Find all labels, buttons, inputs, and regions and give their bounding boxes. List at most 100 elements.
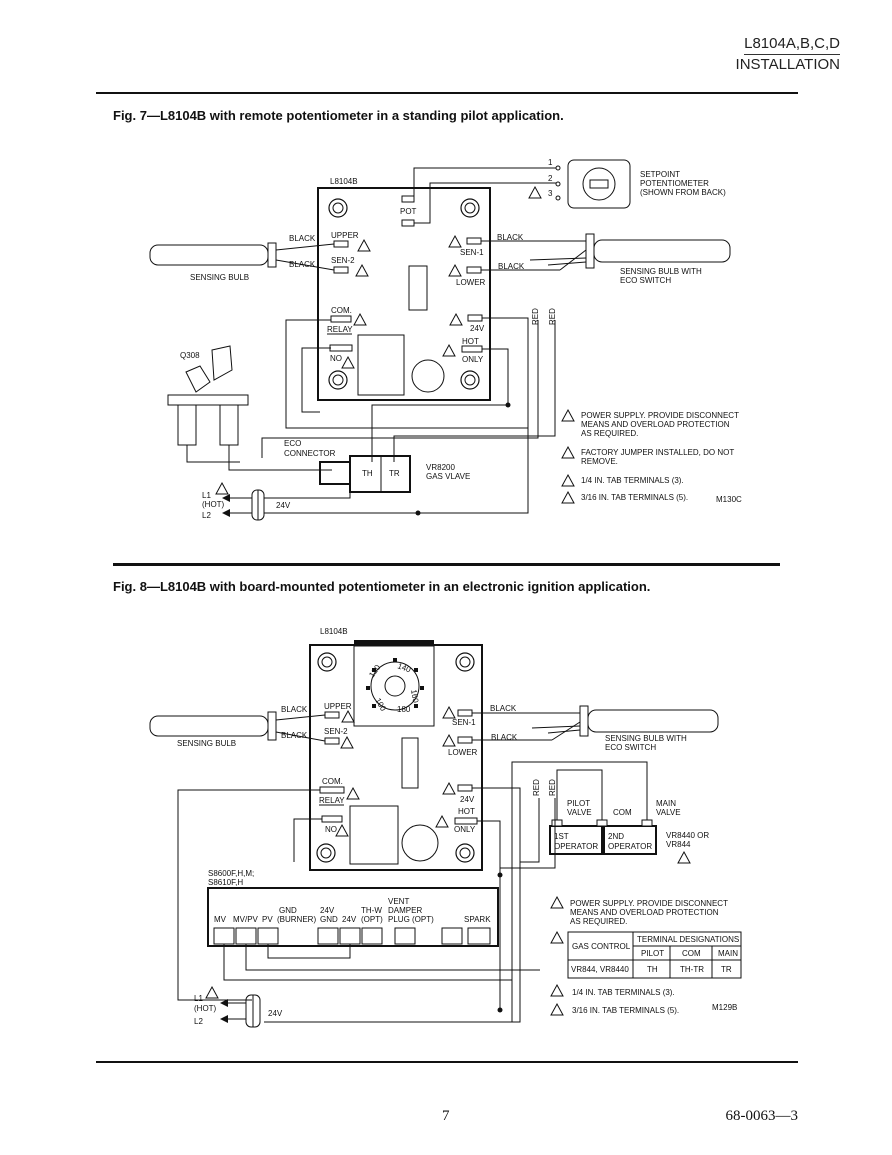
fig8-red-wire-label: RED [548, 779, 557, 796]
fig7-eco-bulb-label: SENSING BULB WITH [620, 267, 702, 276]
fig7-note: FACTORY JUMPER INSTALLED, DO NOT [581, 448, 734, 457]
fig8-mount-screw [317, 652, 337, 672]
fig8-pilot-valve-label: PILOT [567, 799, 590, 808]
fig7-black-wire-label: BLACK [498, 262, 525, 271]
fig7-mount-screw [460, 370, 480, 390]
fig8-mount-screw [455, 652, 475, 672]
fig7-code: M130C [716, 495, 742, 504]
fig8-control-label: S8610F,H [208, 878, 243, 887]
fig8-main-valve-label: MAIN [656, 799, 676, 808]
fig7-black-wire-label: BLACK [289, 234, 316, 243]
footer-rule [96, 1061, 798, 1063]
fig8-table-header: COM [682, 949, 701, 958]
header-section: INSTALLATION [735, 56, 840, 73]
fig8-table-cell: TR [721, 965, 732, 974]
fig8-note: 1/4 IN. TAB TERMINALS (3). [572, 988, 675, 997]
page-header: L8104A,B,C,D INSTALLATION [736, 34, 840, 74]
fig7-24v-line-label: 24V [276, 501, 291, 510]
fig7-valve-label: VR8200 [426, 463, 455, 472]
fig7-setpoint-potentiometer [567, 159, 631, 209]
fig8-terminal-label: VENT [388, 897, 409, 906]
fig8-dial-mark: 180 [397, 705, 411, 714]
fig7-note: 3/16 IN. TAB TERMINALS (5). [581, 493, 688, 502]
fig7-diagram: L8104B POT UPPER SEN-2 COM. RELAY NO SEN… [149, 158, 742, 521]
fig8-hot-label: HOT [458, 807, 475, 816]
fig8-note: MEANS AND OVERLOAD PROTECTION [570, 908, 719, 917]
fig8-table-cell: TH-TR [680, 965, 704, 974]
fig8-eco-bulb-label: SENSING BULB WITH [605, 734, 687, 743]
fig8-operator-label: OPERATOR [608, 842, 652, 851]
fig7-relay-body [357, 334, 405, 396]
fig7-note: REMOVE. [581, 457, 618, 466]
fig7-pilot-burner [185, 365, 211, 393]
fig7-sensing-bulb [149, 244, 269, 266]
fig7-sen2-label: SEN-2 [331, 256, 355, 265]
fig8-lower-label: LOWER [448, 748, 478, 757]
fig8-hot-line-label: (HOT) [194, 1004, 217, 1013]
fig7-lower-label: LOWER [456, 278, 486, 287]
fig8-note: AS REQUIRED. [570, 917, 627, 926]
fig7-black-wire-label: BLACK [497, 233, 524, 242]
fig8-diagram: L8104B 120 140 160 180 100 UPPER SEN-2 C… [149, 627, 742, 1028]
fig7-eco-label: CONNECTOR [284, 449, 336, 458]
fig7-setpoint-label: POTENTIOMETER [640, 179, 709, 188]
fig8-component [401, 737, 419, 789]
fig8-l1-label: L1 [194, 994, 203, 1003]
fig7-red-wire-label: RED [548, 308, 557, 325]
fig8-only-label: ONLY [454, 825, 476, 834]
fig7-vr8200-valve [349, 455, 411, 493]
fig8-sensing-bulb [149, 715, 269, 737]
fig7-hot-label: HOT [462, 337, 479, 346]
fig7-pot-label: POT [400, 207, 417, 216]
fig8-relay-body [349, 805, 399, 865]
fig7-l8104b-board [317, 187, 491, 401]
fig7-com-label: COM. [331, 306, 352, 315]
fig7-note: POWER SUPPLY. PROVIDE DISCONNECT [581, 411, 739, 420]
fig8-24v-line-label: 24V [268, 1009, 283, 1018]
fig7-component [408, 265, 428, 311]
fig7-note: 1/4 IN. TAB TERMINALS (3). [581, 476, 684, 485]
fig7-hot-line-label: (HOT) [202, 500, 225, 509]
fig8-sen2-label: SEN-2 [324, 727, 348, 736]
fig8-com-valve-label: COM [613, 808, 632, 817]
fig8-table-cell: VR844, VR8440 [571, 965, 629, 974]
fig7-eco-sensing-bulb [593, 239, 731, 263]
fig7-relay-label: RELAY [327, 325, 353, 334]
fig7-capacitor [411, 359, 445, 393]
fig7-24v-label: 24V [470, 324, 485, 333]
fig8-terminal-label: MV/PV [233, 915, 259, 924]
fig8-table-cell: TH [647, 965, 658, 974]
fig8-relay-label: RELAY [319, 796, 345, 805]
fig8-24v-label: 24V [460, 795, 475, 804]
fig8-main-valve-label: VALVE [656, 808, 681, 817]
fig7-mount-screw [460, 198, 480, 218]
fig7-setpoint-label: (SHOWN FROM BACK) [640, 188, 726, 197]
fig7-valve-label: GAS VLAVE [426, 472, 470, 481]
fig8-potentiometer-dial [353, 645, 435, 727]
fig8-valve-model-label: VR8440 OR [666, 831, 709, 840]
fig8-sensing-bulb-label: SENSING BULB [177, 739, 236, 748]
fig7-bottom-rule [113, 563, 780, 566]
fig7-eco-label: ECO [284, 439, 301, 448]
fig8-control-label: S8600F,H,M; [208, 869, 254, 878]
fig8-terminal-label: TH-W [361, 906, 382, 915]
fig8-operator-label: 2ND [608, 832, 624, 841]
fig8-operator-label: 1ST [554, 832, 569, 841]
fig8-com-label: COM. [322, 777, 343, 786]
fig8-black-wire-label: BLACK [491, 733, 518, 742]
fig8-upper-label: UPPER [324, 702, 352, 711]
fig8-terminal-label: (BURNER) [277, 915, 316, 924]
fig7-only-label: ONLY [462, 355, 484, 364]
fig8-terminal-table [567, 931, 742, 979]
header-rule [96, 92, 798, 94]
fig8-table-header: GAS CONTROL [572, 942, 631, 951]
fig7-pin-label: 3 [548, 189, 553, 198]
fig7-device-label: L8104B [330, 177, 358, 186]
fig7-black-wire-label: BLACK [289, 260, 316, 269]
fig8-capacitor [401, 824, 439, 862]
fig8-2nd-operator [603, 825, 657, 855]
fig8-note: 3/16 IN. TAB TERMINALS (5). [572, 1006, 679, 1015]
fig7-th-label: TH [362, 469, 373, 478]
fig8-red-wire-label: RED [532, 779, 541, 796]
